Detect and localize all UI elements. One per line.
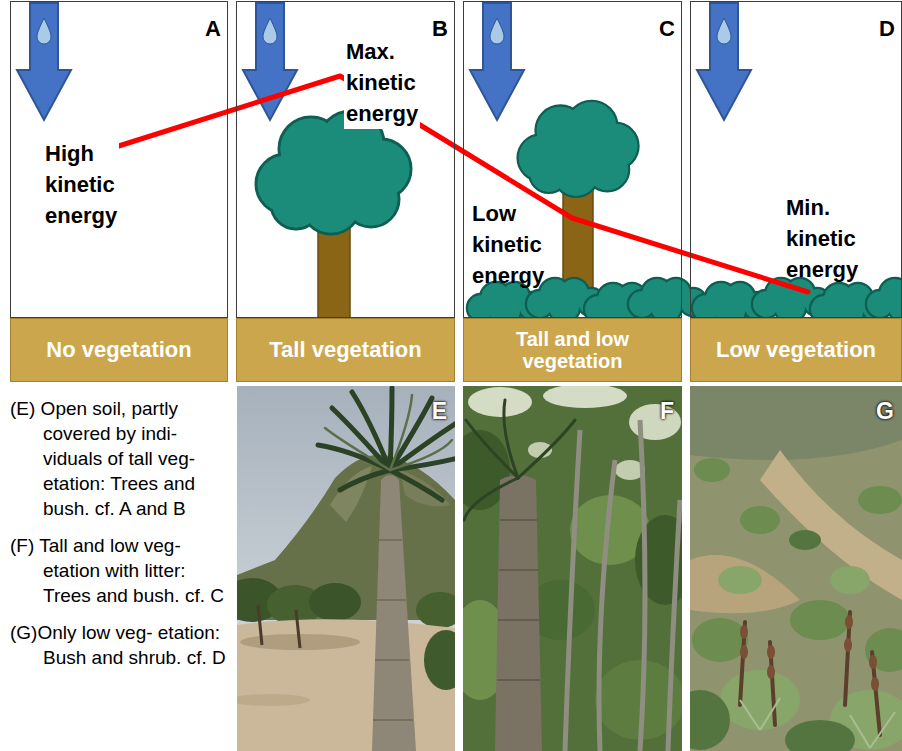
ground-band: Tall vegetation <box>236 318 455 382</box>
description-text: (F) Tall and low veg- etation with litte… <box>10 533 232 608</box>
photo-panel: E <box>237 386 455 751</box>
scenario-panel: A High kinetic energy <box>10 1 228 318</box>
photo-letter: G <box>690 398 902 424</box>
photo-forest <box>463 386 682 751</box>
energy-label: Max. kinetic energy <box>344 36 420 129</box>
energy-label: High kinetic energy <box>43 138 119 231</box>
photo-open-soil <box>237 386 455 751</box>
rain-arrow <box>17 3 71 120</box>
scenario-panel: D Min. kinetic energy <box>690 1 902 318</box>
ground-label: Tall and low vegetation <box>464 328 681 372</box>
rain-arrow <box>470 3 524 120</box>
photo-shrubland <box>690 386 902 751</box>
description-text: (G)Only low veg- etation: Bush and shrub… <box>10 620 232 670</box>
ground-label: No vegetation <box>40 338 197 362</box>
ground-label: Tall vegetation <box>263 338 427 362</box>
energy-label: Low kinetic energy <box>470 198 546 291</box>
ground-band: Tall and low vegetation <box>463 318 682 382</box>
scenario-panel: BMax. kinetic energy <box>236 1 455 318</box>
description-text: (E) Open soil, partly covered by indi- v… <box>10 396 232 521</box>
description-block: (E) Open soil, partly covered by indi- v… <box>10 396 232 682</box>
rain-arrow <box>697 3 751 120</box>
tall-tree <box>256 111 411 318</box>
ground-label: Low vegetation <box>710 338 882 362</box>
panel-letter: D <box>691 16 901 42</box>
scenario-panel: C Low kinetic energy <box>463 1 682 318</box>
ground-band: No vegetation <box>10 318 228 382</box>
panel-letter: C <box>464 16 681 42</box>
energy-trend-line <box>106 76 808 292</box>
panel-letter: A <box>11 16 227 42</box>
energy-label: Min. kinetic energy <box>784 192 860 285</box>
photo-panel: F <box>463 386 682 751</box>
photo-panel: G <box>690 386 902 751</box>
photo-letter: F <box>463 398 682 424</box>
photo-letter: E <box>237 398 455 424</box>
ground-band: Low vegetation <box>690 318 902 382</box>
